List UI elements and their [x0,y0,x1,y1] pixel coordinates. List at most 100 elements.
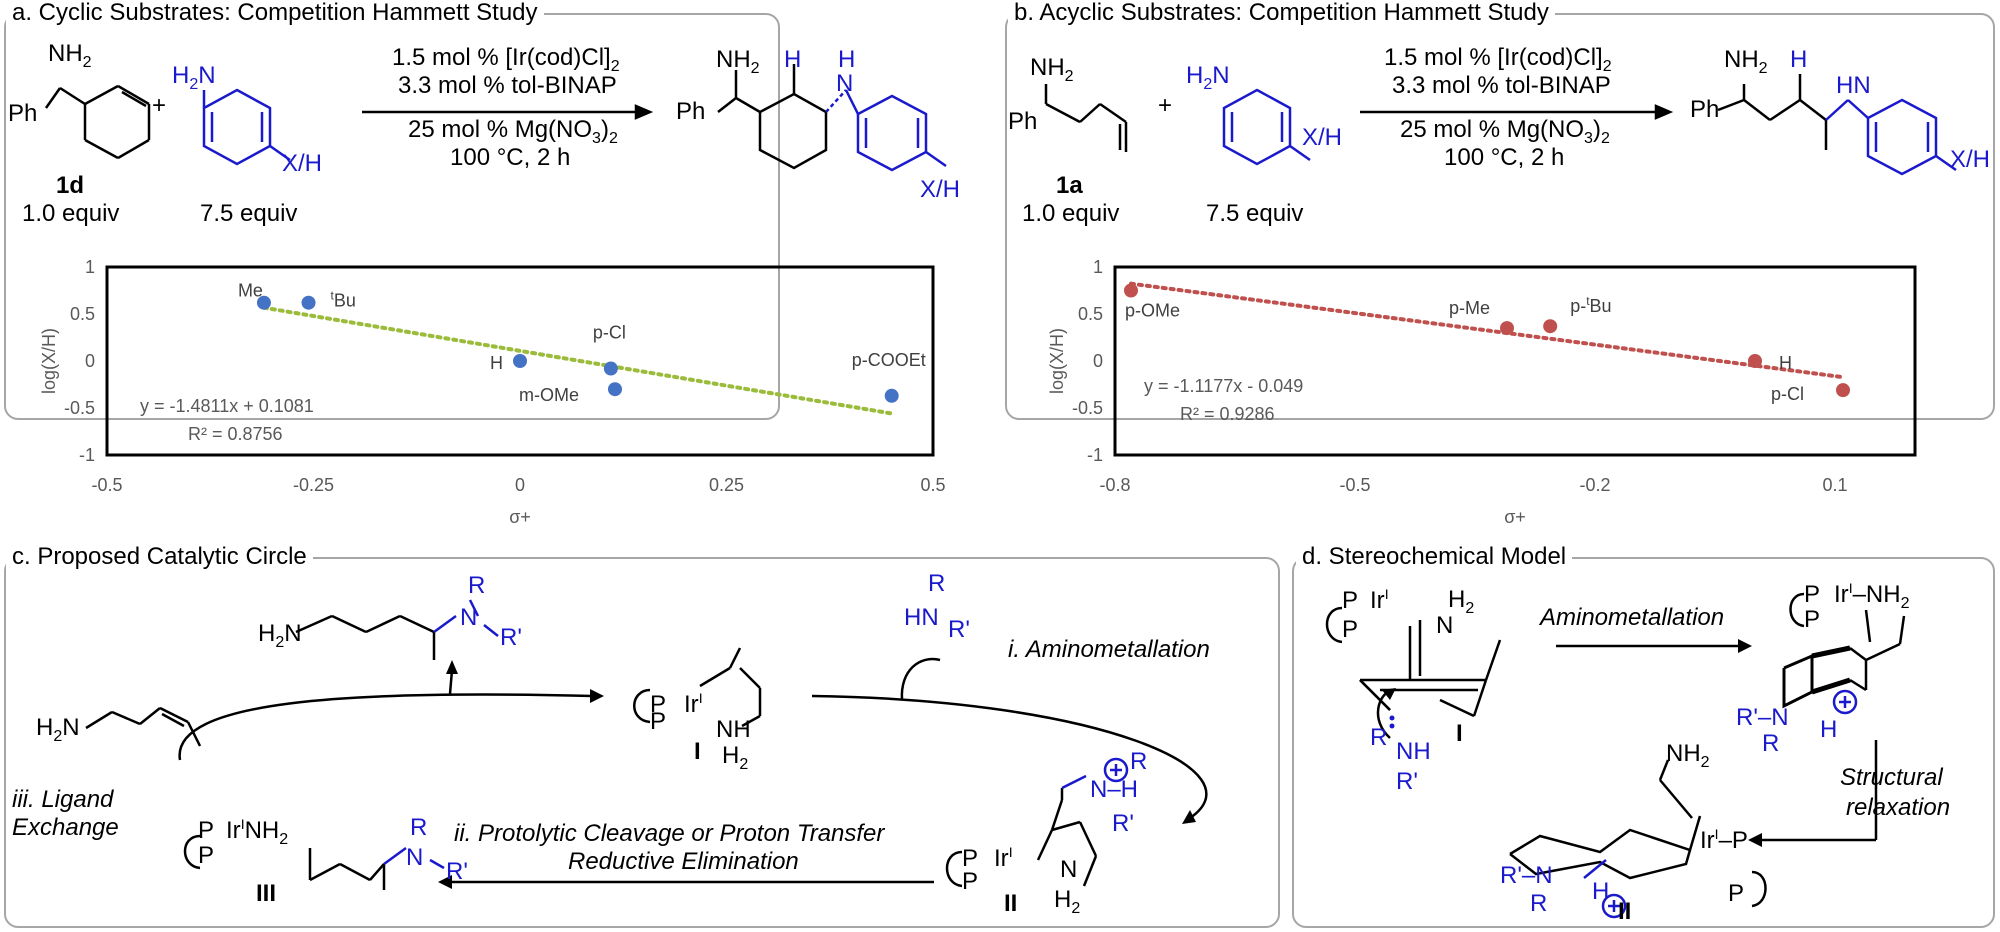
y-tick-label: -1 [79,445,95,465]
complex-I-label: I [694,738,701,765]
point-label: p-tBu [1570,294,1611,316]
complex-II-n: N [1060,856,1078,883]
product-h-a: H [784,46,802,73]
nh2-label-a: NH2 [48,40,92,71]
aniline-h2n-a: H2N [172,62,216,93]
product-n-a: N [836,70,854,97]
panel-c [4,557,1280,928]
complex-II-r: R [1130,748,1148,775]
cond-4-b: 100 °C, 2 h [1444,144,1565,171]
panel-d [1292,557,1995,928]
stereo-I-label: I [1456,720,1463,747]
product-nh-a: H [838,46,856,73]
aniline-xh-a: X/H [282,150,323,177]
x-tick-label: -0.5 [91,475,122,495]
complex-I-p2: P [650,708,667,735]
data-point [1543,319,1558,334]
stereo-II-h: H [1592,878,1610,905]
plus-sign-a: + [152,92,167,119]
data-point [607,382,622,397]
stereo-II-label: II [1618,898,1632,925]
data-point [301,295,316,310]
cond-2-a: 3.3 mol % tol-BINAP [398,72,617,99]
product-xh-a: X/H [920,176,961,203]
plus-sign-b: + [1158,92,1173,119]
complex-III-label: III [256,880,277,907]
x-tick-label: 0.5 [920,475,945,495]
ph-label-a: Ph [8,100,38,127]
aniline-xh-b: X/H [1302,124,1343,151]
stereo-II-rpn: R'–N [1500,862,1553,889]
panel-b-title: b. Acyclic Substrates: Competition Hamme… [1008,0,1555,26]
step-reductive: Reductive Elimination [568,848,799,875]
trend-equation: y = -1.1177x - 0.049 [1144,376,1303,396]
step-protolytic: ii. Protolytic Cleavage or Proton Transf… [454,820,885,847]
cond-1-b: 1.5 mol % [Ir(cod)Cl]2 [1384,44,1612,75]
trend-equation: y = -1.4811x + 0.1081 [140,396,314,416]
ph-label-b: Ph [1008,108,1038,135]
x-tick-label: 0.25 [709,475,744,495]
x-tick-label: -0.8 [1099,475,1130,495]
stereo-prod-h: H [1820,716,1838,743]
point-label: p-COOEt [852,350,926,370]
stereo-I-p2: P [1342,616,1359,643]
stereo-I-nh: NH [1396,738,1431,765]
stereo-I-rp: R' [1396,768,1418,795]
equiv-2-b: 7.5 equiv [1206,200,1304,227]
panel-a-title: a. Cyclic Substrates: Competition Hammet… [6,0,544,26]
x-axis-label: σ+ [509,507,531,527]
amine-hn: HN [904,604,939,631]
x-tick-label: 0 [515,475,525,495]
complex-II-rp: R' [1112,810,1134,837]
stereo-I-h2: H2 [1448,586,1475,617]
step-ligand-exchange-2: Exchange [12,814,119,841]
equiv-1-b: 1.0 equiv [1022,200,1120,227]
point-label: H [490,353,503,373]
complex-II-label: II [1004,890,1018,917]
x-tick-label: 0.1 [1822,475,1847,495]
product-ph-b: Ph [1690,96,1720,123]
complex-III-p2: P [198,842,215,869]
data-point [884,388,899,403]
y-tick-label: -1 [1087,445,1103,465]
stereo-prod-rpn: R'–N [1736,704,1789,731]
data-point [513,354,527,368]
x-tick-label: -0.5 [1339,475,1370,495]
y-tick-label: 0 [85,351,95,371]
cond-4-a: 100 °C, 2 h [450,144,571,171]
step-aminometallation: i. Aminometallation [1008,636,1210,663]
y-tick-label: 0.5 [1078,304,1103,324]
step-ligand-exchange-1: iii. Ligand [12,786,114,813]
complex-III-rp: R' [446,858,468,885]
product-h-b: H [1790,46,1808,73]
data-point [256,295,271,310]
y-tick-label: 0 [1093,351,1103,371]
complex-II-p2: P [962,868,979,895]
stereo-II-p2: P [1728,880,1745,907]
cond-2-b: 3.3 mol % tol-BINAP [1392,72,1611,99]
r-squared: R² = 0.9286 [1180,404,1275,424]
cycle-diene-h2n: H2N [36,714,80,745]
y-tick-label: -0.5 [64,398,95,418]
aniline-h2n-b: H2N [1186,62,1230,93]
data-point [1124,283,1138,298]
product-nh2-a: NH2 [716,46,760,77]
stereo-II-nh2: NH2 [1666,740,1710,771]
cycle-product-rp: R' [500,624,522,651]
x-axis-label: σ+ [1504,507,1526,527]
cond-3-b: 25 mol % Mg(NO3)2 [1400,116,1610,147]
panel-c-title: c. Proposed Catalytic Circle [6,544,313,570]
plot-frame [1113,265,1917,457]
complex-III-n: N [406,844,424,871]
product-ph-a: Ph [676,98,706,125]
point-label: Me [238,281,263,301]
